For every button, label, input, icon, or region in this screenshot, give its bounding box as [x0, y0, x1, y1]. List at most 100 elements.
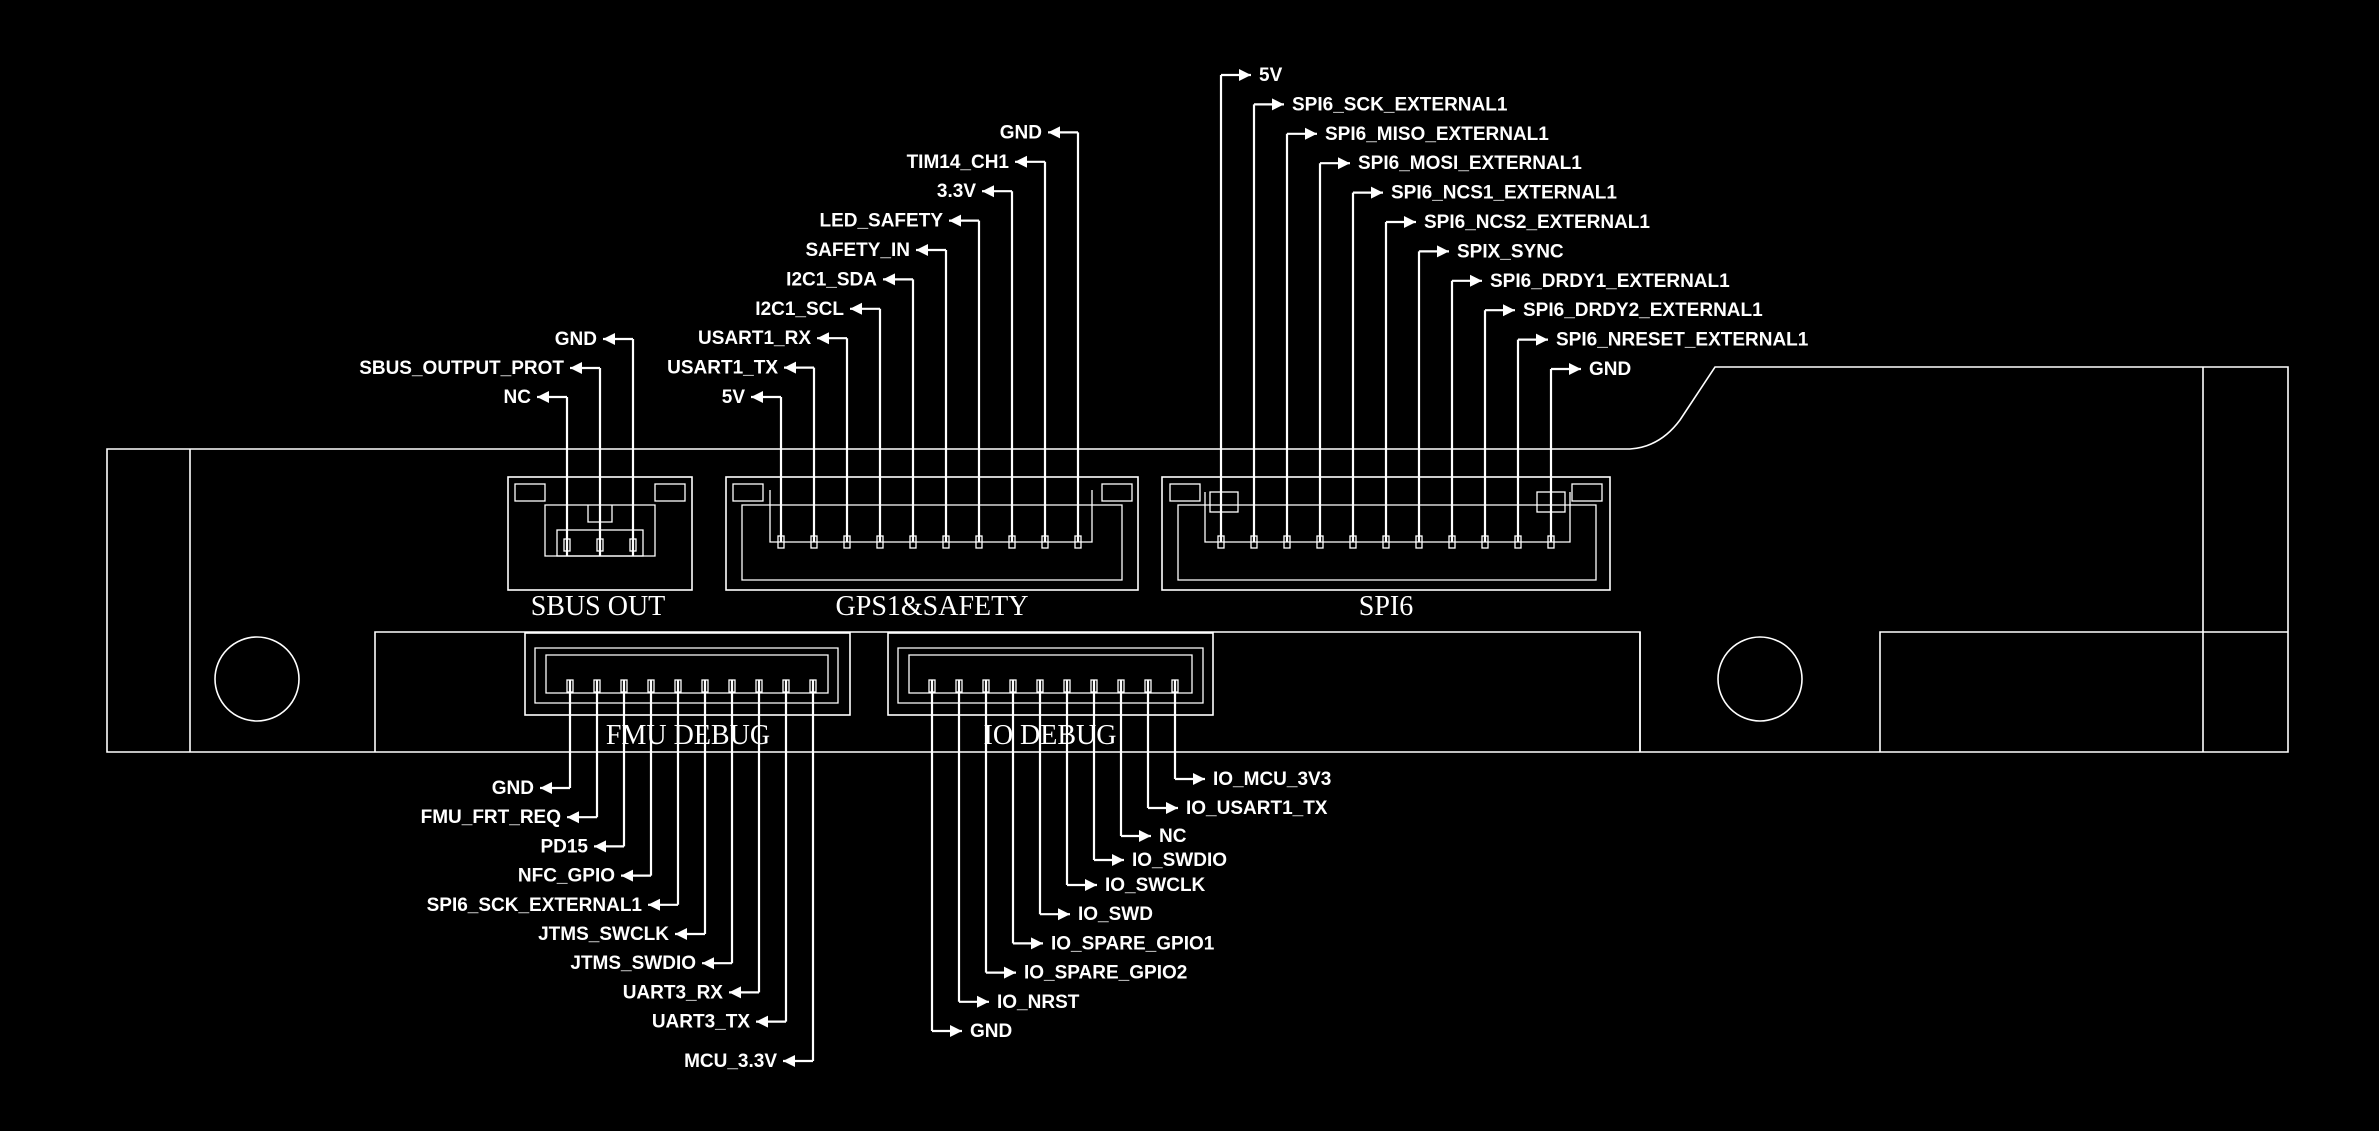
fmu-debug-connector	[524, 632, 851, 716]
pin-label-jtms-swclk: JTMS_SWCLK	[538, 924, 669, 945]
spi6-pin-4-arrow	[1338, 157, 1350, 170]
spi6-pin-6-arrow	[1404, 216, 1416, 228]
pin-label-safety-in: SAFETY_IN	[805, 240, 910, 261]
fmu-debug-pin-3-contact	[620, 679, 628, 693]
gps1-safety-connector	[725, 476, 1139, 591]
gps1-safety-pin-9-arrow	[1015, 155, 1027, 168]
io-debug-pin-1-arrow	[950, 1025, 962, 1037]
sbus-out-label: SBUS OUT	[531, 591, 666, 622]
board-outline	[106, 366, 2289, 753]
io-debug-connector	[887, 632, 1214, 716]
pin-label-tim14-ch1: TIM14_CH1	[907, 152, 1010, 173]
pin-label-uart3-tx: UART3_TX	[652, 1012, 751, 1033]
io-debug-pin-4-contact	[1009, 679, 1017, 693]
fmu-debug-pin-6-arrow	[675, 928, 687, 940]
spi6-pin-1-arrow	[1239, 69, 1251, 81]
pin-label-nc: NC	[504, 387, 532, 408]
pin-label-spi6-ncs1-external1: SPI6_NCS1_EXTERNAL1	[1391, 183, 1617, 204]
gps1-safety-pin-7-arrow	[949, 214, 961, 227]
sbus-out-pin-1-arrow	[537, 391, 549, 403]
pin-label-io-nrst: IO_NRST	[997, 992, 1080, 1013]
pin-label-nc: NC	[1159, 826, 1187, 847]
pin-label-5v: 5V	[722, 387, 746, 408]
gps1-safety-pin-1-arrow	[751, 391, 763, 403]
pin-label-fmu-frt-req: FMU_FRT_REQ	[421, 807, 561, 828]
spi6-pin-5-arrow	[1371, 186, 1383, 199]
pin-label-gnd: GND	[970, 1021, 1012, 1042]
io-debug-pin-wires: GNDIO_NRSTIO_SPARE_GPIO2IO_SPARE_GPIO1IO…	[928, 679, 1331, 1042]
spi6-pin-11-arrow	[1569, 363, 1581, 375]
io-debug-pin-2-contact	[955, 679, 963, 693]
fmu-debug-pin-wires: GNDFMU_FRT_REQPD15NFC_GPIOSPI6_SCK_EXTER…	[421, 679, 817, 1072]
io-debug-pin-7-contact	[1090, 679, 1098, 693]
spi6-label: SPI6	[1359, 591, 1413, 622]
fmu-debug-pin-2-contact	[593, 679, 601, 693]
spi6-pin-3-contact	[1283, 535, 1291, 549]
spi6-pin-8-arrow	[1470, 274, 1482, 287]
io-debug-pin-2-arrow	[977, 995, 989, 1008]
gps1-safety-pin-wires: 5VUSART1_TXUSART1_RXI2C1_SCLI2C1_SDASAFE…	[667, 122, 1082, 549]
pin-label-spi6-drdy2-external1: SPI6_DRDY2_EXTERNAL1	[1523, 300, 1763, 321]
sbus-out-pin-3-contact	[629, 538, 637, 552]
pin-label-mcu-3-3v: MCU_3.3V	[684, 1051, 777, 1072]
gps1-safety-pin-4-arrow	[850, 302, 862, 315]
sbus-out-pin-2-arrow	[570, 362, 582, 374]
pin-label-io-spare-gpio1: IO_SPARE_GPIO1	[1051, 933, 1215, 954]
spi6-pin-10-contact	[1514, 535, 1522, 549]
spi6-pin-7-contact	[1415, 535, 1423, 549]
pin-label-spix-sync: SPIX_SYNC	[1457, 241, 1564, 262]
fmu-debug-pin-10-arrow	[783, 1055, 795, 1067]
pin-label-gnd: GND	[1000, 122, 1042, 143]
gps1-safety-pin-6-arrow	[916, 244, 928, 256]
spi6-pin-1-contact	[1217, 535, 1225, 549]
io-debug-pin-1-contact	[928, 679, 936, 693]
spi6-pin-2-contact	[1250, 535, 1258, 549]
fmu-debug-pin-2-arrow	[567, 811, 579, 824]
fmu-debug-pin-6-contact	[701, 679, 709, 693]
gps1-safety-pin-7-contact	[975, 535, 983, 549]
spi6-pin-wires: 5VSPI6_SCK_EXTERNAL1SPI6_MISO_EXTERNAL1S…	[1217, 65, 1809, 549]
pin-label-sbus-output-prot: SBUS_OUTPUT_PROT	[359, 358, 564, 379]
pin-label-io-mcu-3v3: IO_MCU_3V3	[1213, 769, 1331, 790]
fmu-debug-pin-7-contact	[728, 679, 736, 693]
spi6-pin-8-contact	[1448, 535, 1456, 549]
fmu-debug-pin-5-arrow	[648, 898, 660, 911]
pin-label-i2c1-scl: I2C1_SCL	[755, 299, 844, 320]
io-debug-pin-3-arrow	[1004, 966, 1016, 979]
fmu-debug-pin-5-contact	[674, 679, 682, 693]
pin-label-spi6-nreset-external1: SPI6_NRESET_EXTERNAL1	[1556, 330, 1809, 351]
fmu-debug-pin-10-contact	[809, 679, 817, 693]
spi6-pin-10-arrow	[1536, 333, 1548, 346]
io-debug-pin-3-contact	[982, 679, 990, 693]
gps1-safety-pin-10-contact	[1074, 535, 1082, 549]
pin-label-gnd: GND	[492, 778, 534, 799]
gps1-safety-label: GPS1&SAFETY	[836, 591, 1029, 622]
mounting-hole-left	[214, 636, 300, 722]
fmu-debug-pin-1-arrow	[540, 782, 552, 794]
pin-label-io-usart1-tx: IO_USART1_TX	[1186, 798, 1328, 819]
pin-label-io-swclk: IO_SWCLK	[1105, 875, 1206, 896]
sbus-out-pin-2-contact	[596, 538, 604, 552]
fmu-debug-pin-4-contact	[647, 679, 655, 693]
gps1-safety-pin-4-contact	[876, 535, 884, 549]
gps1-safety-pin-8-arrow	[982, 185, 994, 198]
fmu-debug-pin-8-contact	[755, 679, 763, 693]
gps1-safety-pin-5-arrow	[883, 273, 895, 286]
pin-label-nfc-gpio: NFC_GPIO	[518, 866, 615, 887]
gps1-safety-pin-6-contact	[942, 535, 950, 549]
sbus-out-pin-3-arrow	[603, 333, 615, 345]
gps1-safety-pin-2-arrow	[784, 361, 796, 374]
spi6-pin-3-arrow	[1305, 127, 1317, 140]
pin-label-pd15: PD15	[540, 836, 588, 857]
io-debug-pin-10-contact	[1171, 679, 1179, 693]
gps1-safety-pin-10-arrow	[1048, 126, 1060, 139]
fmu-debug-pin-9-contact	[782, 679, 790, 693]
fmu-debug-pin-8-arrow	[729, 986, 741, 999]
io-debug-pin-4-arrow	[1031, 937, 1043, 950]
sbus-out-pin-1-contact	[563, 538, 571, 552]
spi6-pin-9-arrow	[1503, 304, 1515, 317]
pin-label-usart1-tx: USART1_TX	[667, 358, 778, 379]
fmu-debug-pin-7-arrow	[702, 957, 714, 970]
spi6-pin-11-contact	[1547, 535, 1555, 549]
